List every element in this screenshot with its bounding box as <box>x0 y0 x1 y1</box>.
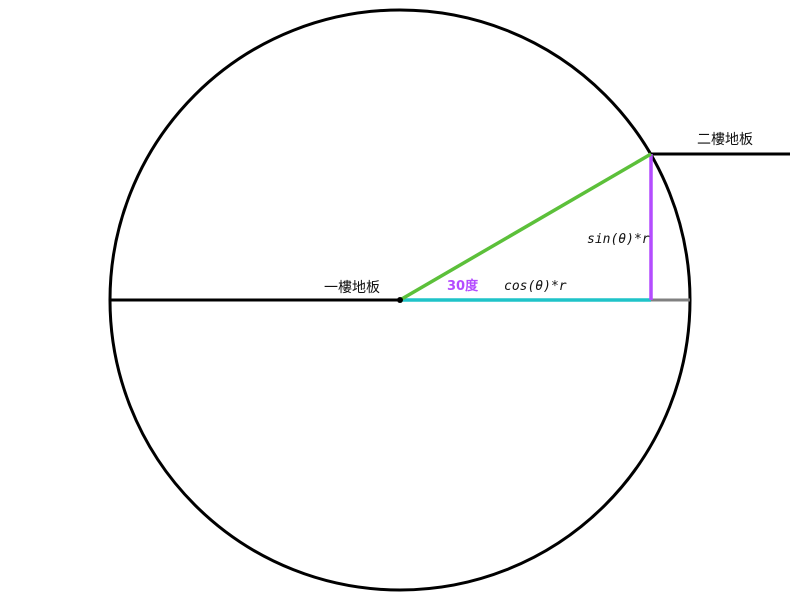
second-floor-label: 二樓地板 <box>697 132 753 148</box>
center-point <box>397 297 403 303</box>
radius-hypotenuse <box>399 152 652 302</box>
angle-label: 30度 <box>447 278 479 294</box>
first-floor-label: 一樓地板 <box>324 280 380 296</box>
cos-formula-label: cos(θ)*r <box>504 279 567 294</box>
sin-formula-label: sin(θ)*r <box>587 232 650 247</box>
